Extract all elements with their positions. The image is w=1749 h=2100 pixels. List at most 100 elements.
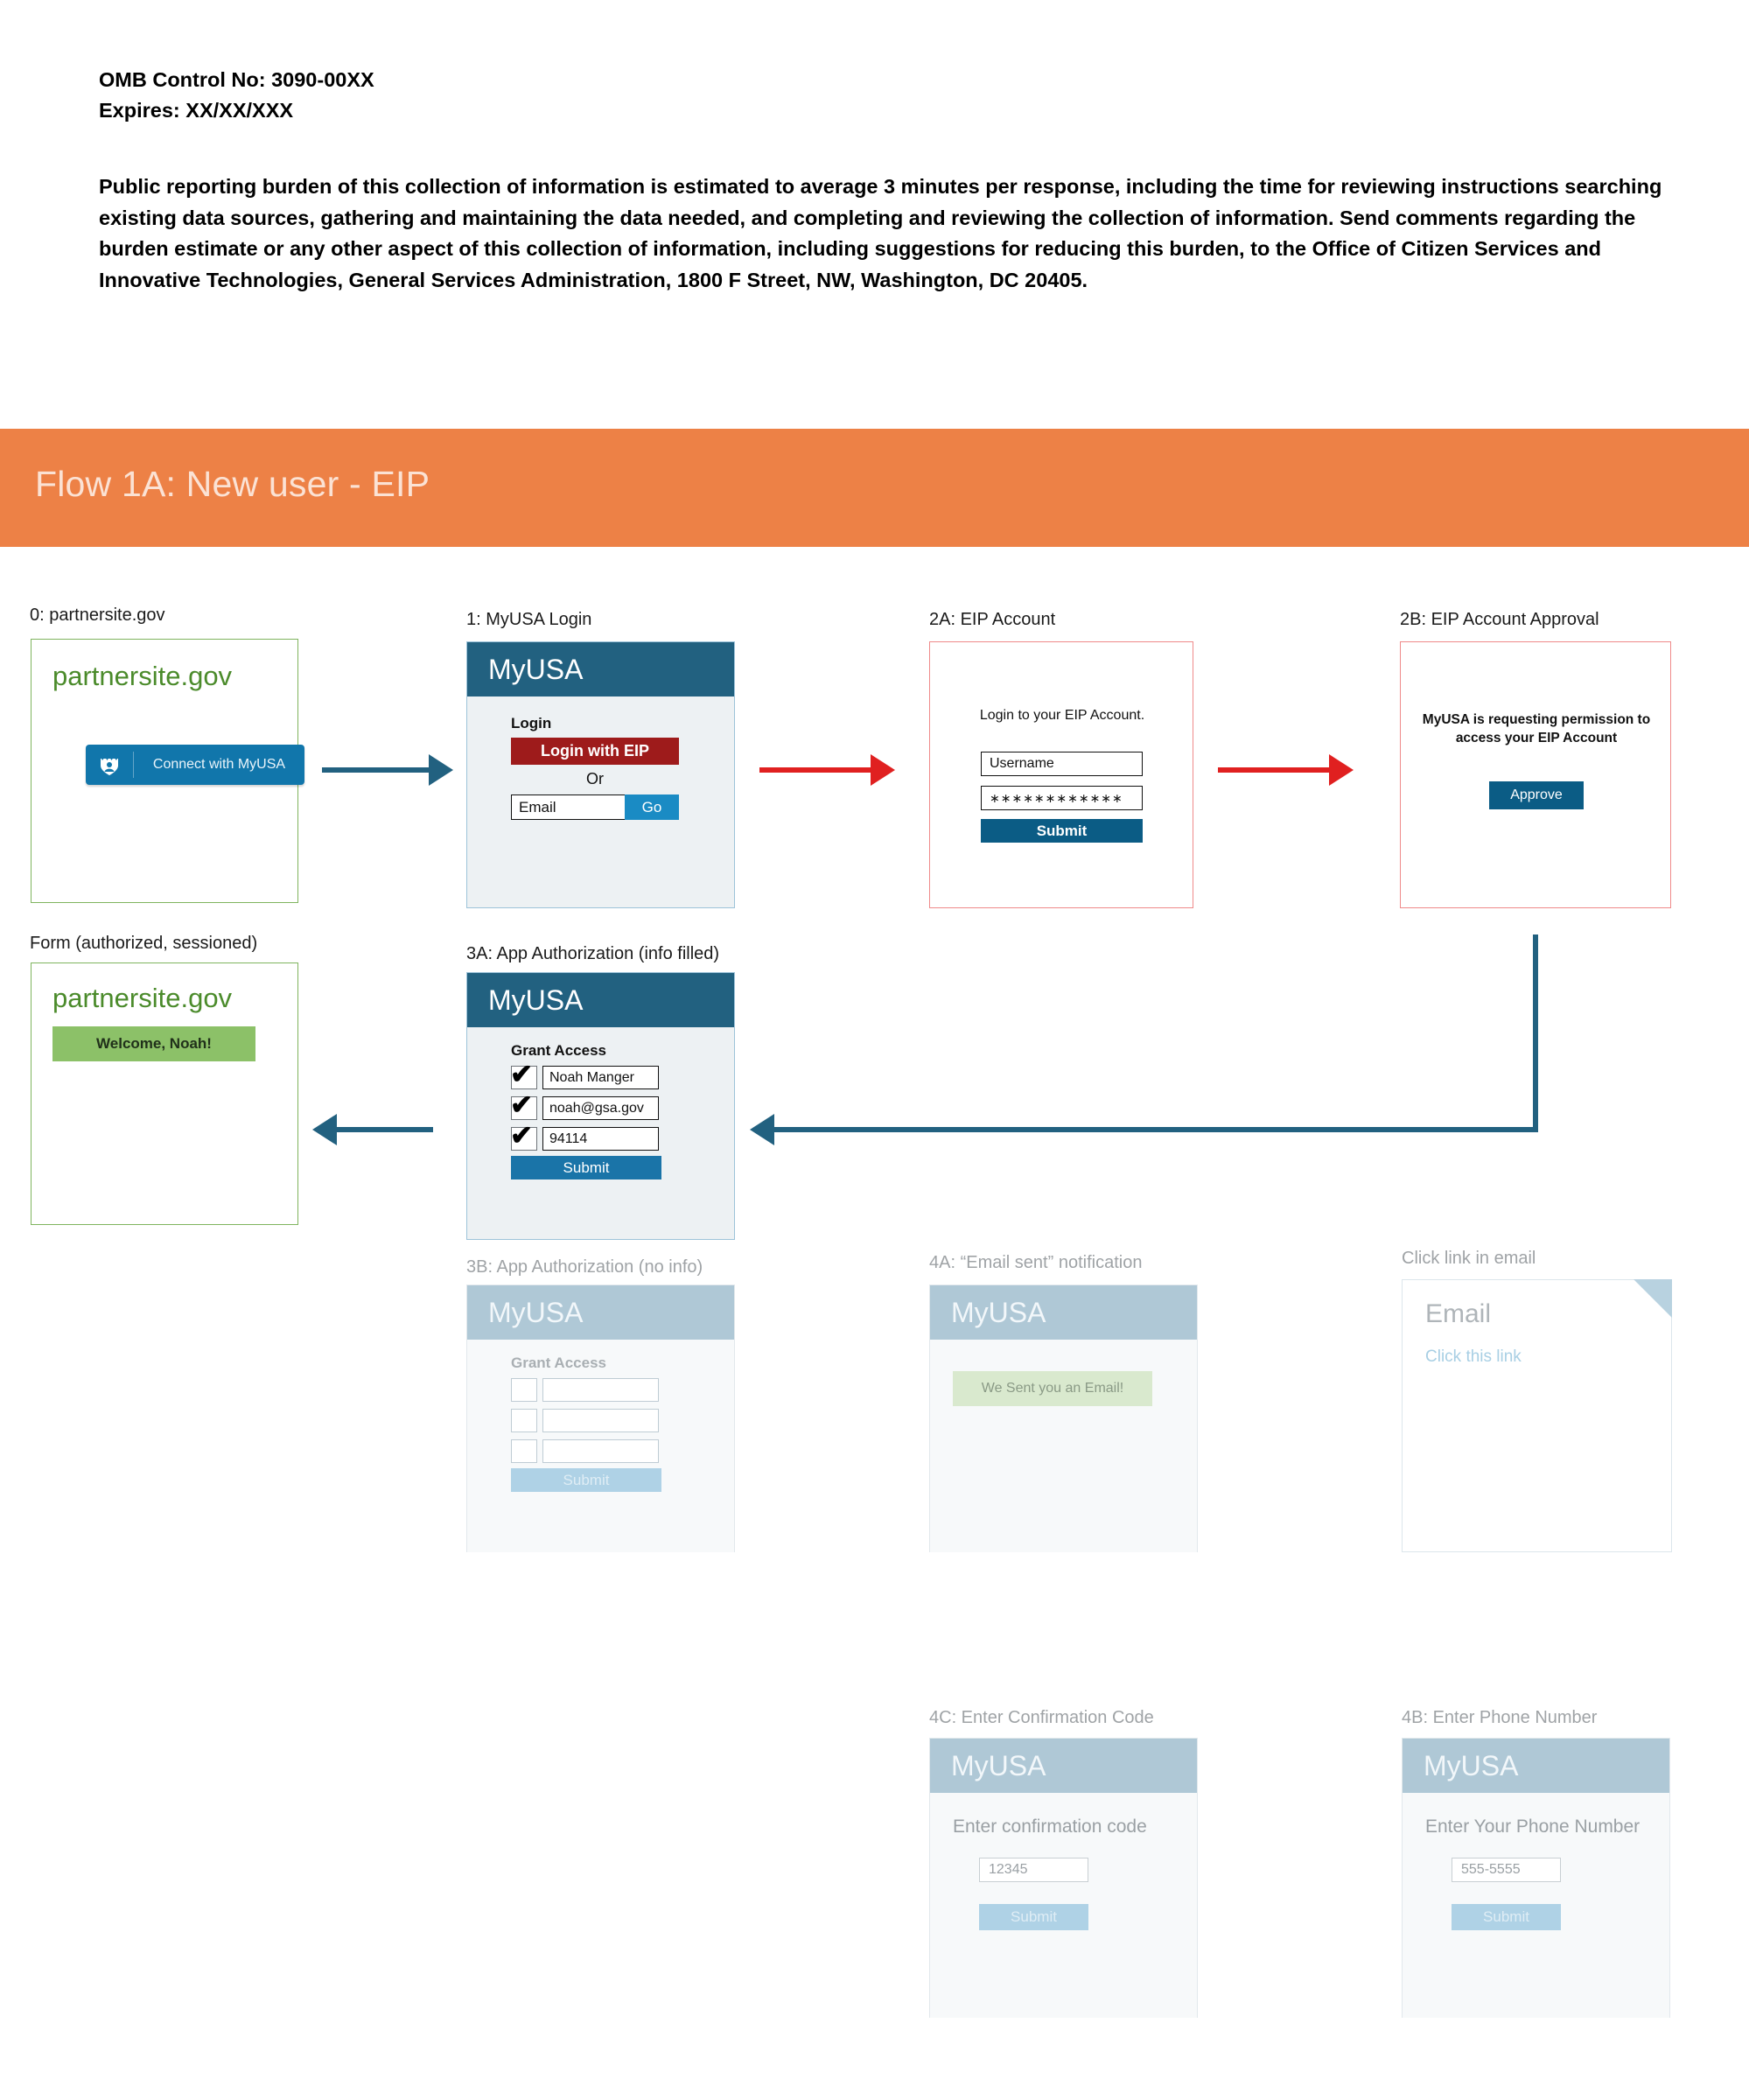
phone-number-input[interactable]: 555-5555 [1452,1858,1561,1882]
myusa-brand-step3a: MyUSA [488,984,584,1016]
myusa-brand-step4b: MyUSA [1424,1749,1519,1782]
grant-checkbox-zip[interactable]: ✔ [510,1122,537,1151]
grant-value-email-empty[interactable] [542,1409,659,1432]
partnersite-logo-form: partnersite.gov [52,983,233,1013]
myusa-body-step3b: Grant Access Submit [467,1340,734,1552]
panel-step4c: MyUSA Enter confirmation code 12345 Subm… [929,1738,1198,2018]
shield-icon [86,752,134,778]
panel-form-authorized: partnersite.gov Welcome, Noah! [31,962,298,1225]
panel-step3b: MyUSA Grant Access Submit [466,1284,735,1552]
grant-row: ✔ 94114 [510,1122,659,1151]
grant-access-label-3a: Grant Access [511,1042,606,1059]
caption-step2a: 2A: EIP Account [929,610,1056,629]
panel-step0: partnersite.gov Connect with MyUSA [31,639,304,903]
eip-login-prompt: Login to your EIP Account. [979,708,1145,723]
myusa-header-bar-step4b: MyUSA [1403,1739,1669,1793]
page-fold-corner-icon [1634,1279,1672,1318]
grant-value-name-empty[interactable] [542,1378,659,1402]
email-click-link[interactable]: Click this link [1425,1348,1522,1366]
myusa-header-bar-step3b: MyUSA [467,1285,734,1340]
grant-value-zip[interactable]: 94114 [542,1127,659,1151]
welcome-banner: Welcome, Noah! [52,1026,255,1061]
myusa-brand-step4c: MyUSA [951,1749,1046,1782]
grant-access-label-3b: Grant Access [511,1354,606,1371]
approval-message: MyUSA is requesting permission to access… [1401,710,1672,747]
caption-step1: 1: MyUSA Login [466,610,592,629]
grant-checkbox-email[interactable]: ✔ [510,1091,537,1120]
flow-title: Flow 1A: New user - EIP [35,464,430,504]
panel-step3a: MyUSA Grant Access ✔ Noah Manger ✔ noah@… [466,972,735,1240]
or-separator: Or [586,770,604,788]
connect-with-myusa-button[interactable]: Connect with MyUSA [86,745,304,785]
grant-checkbox-zip-empty[interactable] [511,1439,537,1463]
grant-checkbox-name[interactable]: ✔ [510,1060,537,1089]
confirmation-code-input[interactable]: 12345 [979,1858,1088,1882]
panel-step4b: MyUSA Enter Your Phone Number 555-5555 S… [1402,1738,1670,2018]
myusa-brand-step4a: MyUSA [951,1296,1046,1328]
caption-step2b: 2B: EIP Account Approval [1400,610,1599,629]
email-sent-notification: We Sent you an Email! [953,1371,1152,1406]
partnersite-logo: partnersite.gov [52,661,233,691]
myusa-brand-step1: MyUSA [488,653,584,685]
grant-row [511,1439,659,1463]
myusa-header-bar-step4c: MyUSA [930,1739,1197,1793]
phone-number-prompt: Enter Your Phone Number [1425,1816,1641,1837]
email-login-row: Email Go [511,794,679,820]
omb-burden-statement: Public reporting burden of this collecti… [99,175,1662,291]
myusa-header-bar-step1: MyUSA [467,642,734,696]
approve-button[interactable]: Approve [1489,781,1584,809]
myusa-header-bar-step4a: MyUSA [930,1285,1197,1340]
phone-submit-button[interactable]: Submit [1452,1904,1561,1930]
email-input[interactable]: Email [511,794,625,820]
grant-field-list-3a: ✔ Noah Manger ✔ noah@gsa.gov ✔ 94114 [510,1060,659,1158]
connect-button-label: Connect with MyUSA [152,757,286,772]
username-input[interactable]: Username [981,752,1143,776]
go-button[interactable]: Go [625,794,679,820]
grant-submit-button-3b[interactable]: Submit [511,1468,661,1492]
caption-form: Form (authorized, sessioned) [30,934,258,953]
flow-banner: Flow 1A: New user - EIP [0,429,1749,547]
login-label: Login [511,715,552,732]
panel-step1: MyUSA Login Login with EIP Or Email Go [466,641,735,908]
password-input[interactable]: ∗∗∗∗∗∗∗∗∗∗∗∗ [981,786,1143,810]
caption-step4b: 4B: Enter Phone Number [1402,1708,1598,1727]
myusa-header-bar-step3a: MyUSA [467,973,734,1027]
myusa-body-step4c: Enter confirmation code 12345 Submit [930,1793,1197,2018]
grant-row [511,1378,659,1402]
caption-step3a: 3A: App Authorization (info filled) [466,944,720,963]
myusa-body-step4a: We Sent you an Email! [930,1340,1197,1552]
grant-field-list-3b [511,1378,659,1470]
grant-row: ✔ Noah Manger [510,1060,659,1089]
omb-header-block: OMB Control No: 3090-00XX Expires: XX/XX… [99,65,1665,296]
confirmation-code-prompt: Enter confirmation code [953,1816,1147,1837]
panel-step4a: MyUSA We Sent you an Email! [929,1284,1198,1552]
myusa-body-step4b: Enter Your Phone Number 555-5555 Submit [1403,1793,1669,2018]
myusa-body-step3a: Grant Access ✔ Noah Manger ✔ noah@gsa.go… [467,1027,734,1239]
approval-message-line2: access your EIP Account [1455,731,1618,746]
grant-row: ✔ noah@gsa.gov [510,1091,659,1120]
grant-submit-button-3a[interactable]: Submit [511,1156,661,1180]
panel-step2b: MyUSA is requesting permission to access… [1400,641,1671,908]
grant-checkbox-name-empty[interactable] [511,1378,537,1402]
grant-value-zip-empty[interactable] [542,1439,659,1463]
panel-step2a: Login to your EIP Account. Username ∗∗∗∗… [929,641,1193,908]
approval-message-line1: MyUSA is requesting permission to [1422,712,1651,727]
grant-value-email[interactable]: noah@gsa.gov [542,1096,659,1120]
confirmation-submit-button[interactable]: Submit [979,1904,1088,1930]
omb-control-number: OMB Control No: 3090-00XX [99,68,374,91]
email-title: Email [1425,1299,1492,1328]
grant-checkbox-email-empty[interactable] [511,1409,537,1432]
omb-expires: Expires: XX/XX/XXX [99,99,294,122]
caption-step4a: 4A: “Email sent” notification [929,1253,1143,1272]
myusa-brand-step3b: MyUSA [488,1296,584,1328]
caption-step3b: 3B: App Authorization (no info) [466,1257,703,1277]
panel-email: Email Click this link [1402,1279,1672,1552]
myusa-body-step1: Login Login with EIP Or Email Go [467,696,734,907]
grant-value-name[interactable]: Noah Manger [542,1066,659,1089]
login-with-eip-button[interactable]: Login with EIP [511,738,679,765]
caption-email: Click link in email [1402,1249,1536,1268]
grant-row [511,1409,659,1432]
eip-submit-button[interactable]: Submit [981,819,1143,843]
caption-step4c: 4C: Enter Confirmation Code [929,1708,1154,1727]
caption-step0: 0: partnersite.gov [30,606,165,625]
